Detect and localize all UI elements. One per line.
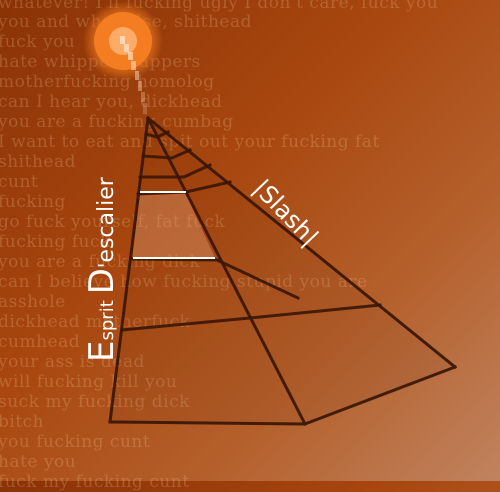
background-text-line: dickhead motherfuck [0, 312, 191, 332]
ladder-base-right [303, 365, 457, 426]
ladder-base [108, 420, 307, 426]
title-initial-e: E [82, 340, 122, 362]
ladder-frame [108, 115, 458, 427]
ladder-illustration [83, 1, 458, 427]
background-text-line: fuck you [0, 32, 76, 52]
background-text-line: suck my fucking dick [0, 392, 190, 412]
ladder-rung [144, 130, 170, 139]
background-text-line: will fucking kill you [0, 372, 178, 392]
ladder-rung [141, 148, 192, 160]
ladder-shadow [110, 118, 455, 424]
background-text-line: cunt [0, 172, 39, 192]
background-text-line: I want to eat and spit out your fucking … [0, 132, 380, 152]
background-text-line: fucking [0, 192, 66, 212]
ladder-rail-left [108, 116, 150, 424]
background-text-line: cumhead [0, 332, 81, 352]
artwork-canvas: whatever! I'll fucking ugly I don't care… [0, 0, 458, 491]
background-text-line: shithead [0, 152, 76, 172]
background-text-line: whatever! I'll fucking ugly I don't care… [0, 0, 439, 13]
title-apostrophe: ' [94, 262, 118, 269]
title-esprit-descalier: Esprit D'escalier [82, 177, 122, 362]
title-initial-d: D [82, 268, 122, 295]
title-underlines [133, 191, 215, 259]
background-text-line: go fuck yourself, fat fuck [0, 212, 226, 232]
ladder-rung [120, 303, 382, 332]
background-text-line: your ass is dead [0, 352, 145, 372]
background-text-line: asshole [0, 292, 66, 312]
background-text-line: bitch [0, 412, 45, 432]
background-text-line: you are a fucking cumbag [0, 112, 234, 132]
title-escalier: escalier [94, 177, 119, 263]
background-text-line: you fucking cunt [0, 432, 151, 452]
background-text-line: hate you [0, 452, 77, 472]
ladder-rail-middle [145, 115, 308, 427]
sun-rope [120, 36, 147, 114]
background-text-line: motherfucking homolog [0, 72, 215, 92]
background-text-line: fucking fuck [0, 232, 111, 252]
title-esprit-rest: sprit [97, 300, 118, 341]
ladder-rail-right [145, 115, 458, 370]
ladder-rung [138, 163, 212, 179]
ladder-rung [129, 257, 300, 300]
highlight-panel [132, 192, 215, 259]
background-text-line: can I hear you, dickhead [0, 92, 223, 112]
